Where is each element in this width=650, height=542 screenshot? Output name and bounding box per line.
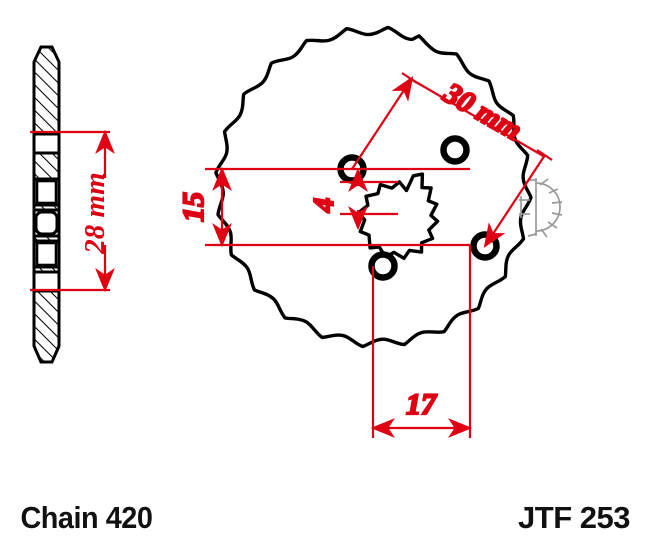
dimension-17: 17 xyxy=(370,246,473,438)
side-body-outline xyxy=(32,45,61,364)
sprocket-teeth-outline xyxy=(214,25,533,349)
dimension-label-28mm: 28 mm xyxy=(79,172,111,254)
bore-profile xyxy=(34,210,59,236)
part-number-label: JTF 253 xyxy=(518,500,630,535)
bolt-hole-profile-upper xyxy=(35,179,58,205)
bolt-hole-lower-left xyxy=(368,251,398,281)
chain-label: Chain 420 xyxy=(20,501,152,535)
front-view-sprocket xyxy=(214,25,563,349)
dimension-label-4: 4 xyxy=(308,198,340,214)
bolt-hole-upper-right xyxy=(440,135,470,165)
side-view-section: 28 mm xyxy=(30,45,115,364)
bolt-hole-profile-lower xyxy=(35,241,58,267)
spline-detail-icon xyxy=(519,178,563,238)
dimension-label-15: 15 xyxy=(177,192,210,222)
dimension-label-17: 17 xyxy=(406,388,437,421)
dimension-28mm: 28 mm xyxy=(30,129,115,293)
dimension-15: 15 xyxy=(176,166,470,248)
dimension-4: 4 xyxy=(307,167,398,231)
